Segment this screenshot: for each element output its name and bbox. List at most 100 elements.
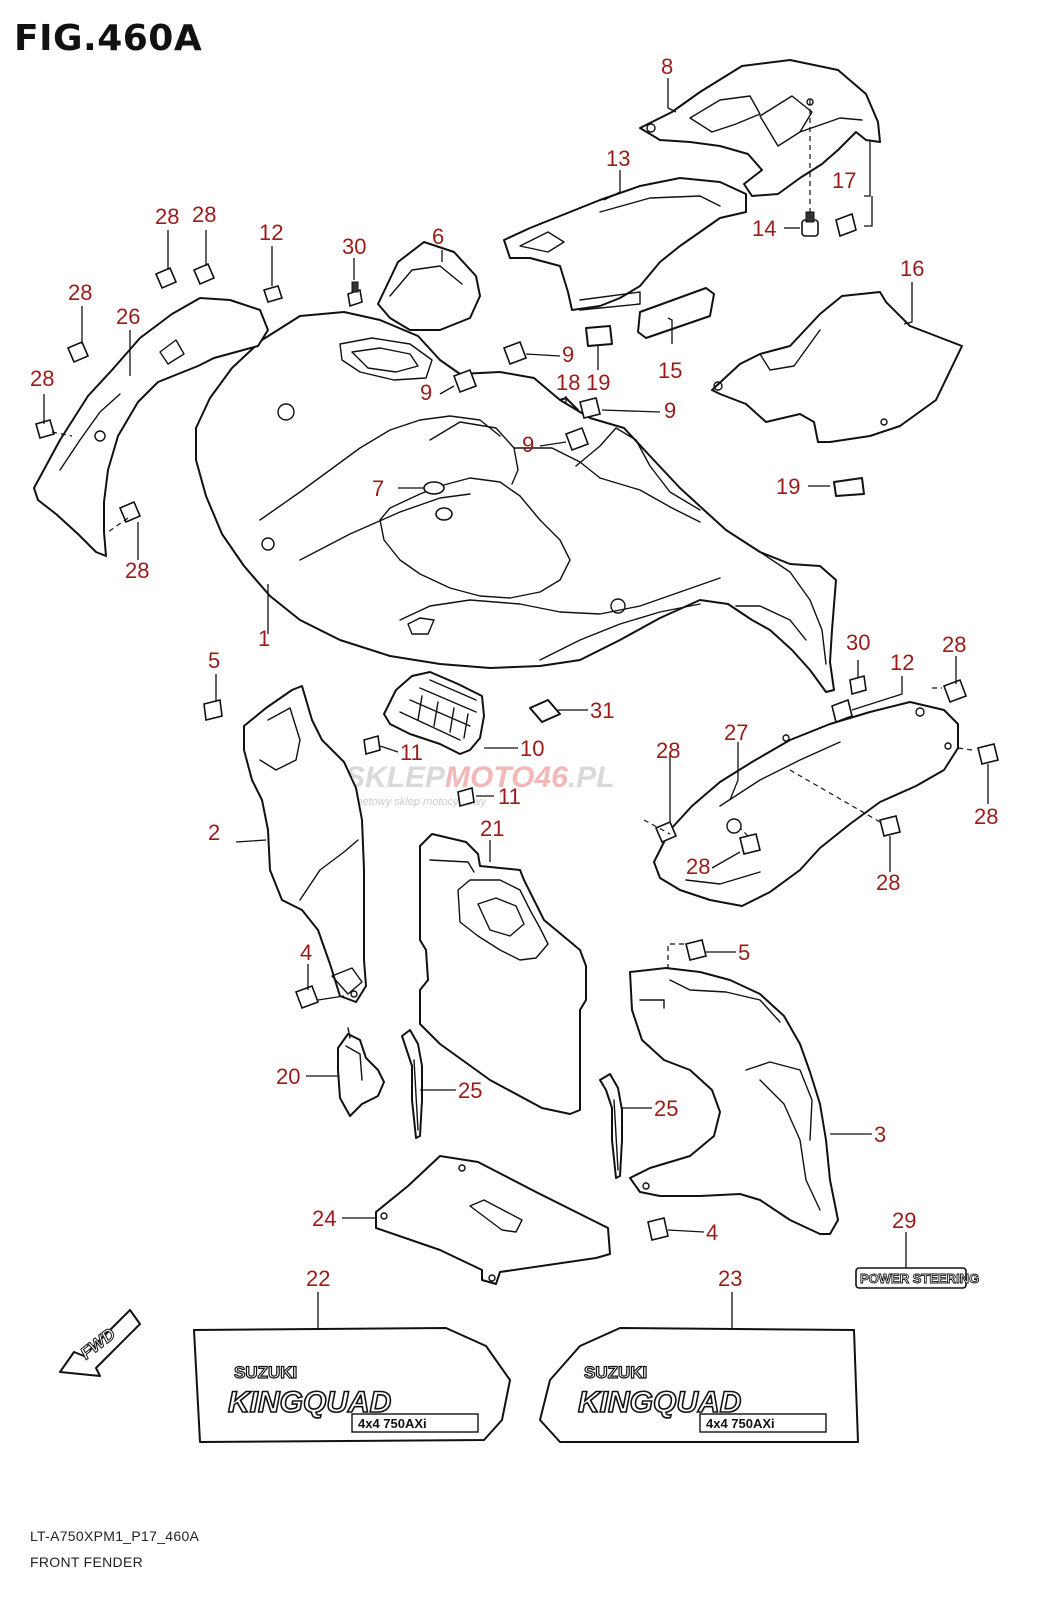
callout-11-a: 11: [400, 740, 423, 765]
part-27-right-cover[interactable]: [653, 701, 959, 907]
part-29-power-steering-decal[interactable]: POWER STEERING: [855, 1267, 980, 1289]
figure-title: FIG.460A: [14, 18, 203, 59]
callout-19-upper: 19: [586, 370, 610, 395]
fastener-11-a[interactable]: [363, 734, 381, 756]
callout-3: 3: [874, 1122, 886, 1147]
watermark-main-text: SKLEPMOTO46.PL: [345, 761, 615, 794]
watermark-tagline: internetowy sklep motocyklowy: [335, 796, 488, 808]
fastener-28-right-mid[interactable]: [977, 743, 999, 765]
callout-9-b: 9: [420, 380, 432, 405]
watermark: SKLEPMOTO46.PL internetowy sklep motocyk…: [335, 761, 615, 808]
part-3-right-inner-fender[interactable]: [629, 967, 839, 1235]
decal-left-badge: 4x4 750AXi: [358, 1416, 427, 1431]
callout-17: 17: [832, 168, 856, 193]
callout-29: 29: [892, 1208, 916, 1233]
callout-4-left: 4: [300, 940, 312, 965]
part-19-clip-upper[interactable]: [585, 325, 613, 347]
callout-1: 1: [258, 626, 270, 651]
decal-right-badge: 4x4 750AXi: [706, 1416, 775, 1431]
fastener-28-left-mid[interactable]: [35, 419, 55, 439]
callout-6: 6: [432, 224, 444, 249]
callout-26: 26: [116, 304, 140, 329]
fastener-28-right-lower[interactable]: [879, 815, 901, 837]
callout-23: 23: [718, 1266, 742, 1291]
callout-9-d: 9: [522, 432, 534, 457]
part-19-clip-lower[interactable]: [833, 477, 865, 497]
fastener-17[interactable]: [835, 212, 857, 238]
fastener-30-right[interactable]: [849, 674, 867, 696]
fastener-5-right[interactable]: [685, 939, 707, 961]
fastener-5-left[interactable]: [203, 699, 223, 721]
part-26-left-cover[interactable]: [33, 297, 269, 557]
part-25-tie-left[interactable]: [401, 1029, 423, 1139]
callout-25-left: 25: [458, 1078, 482, 1103]
callout-12-upper: 12: [259, 220, 283, 245]
fastener-7[interactable]: [423, 481, 453, 521]
part-16-panel[interactable]: [711, 291, 963, 443]
fastener-9-c[interactable]: [579, 397, 601, 419]
callout-5-right: 5: [738, 940, 750, 965]
callout-28-b: 28: [192, 202, 216, 227]
callout-20: 20: [276, 1064, 300, 1089]
callout-28-d: 28: [30, 366, 54, 391]
fastener-28-right-top[interactable]: [942, 678, 968, 704]
fastener-28-top-left[interactable]: [154, 266, 178, 290]
fwd-arrow-icon: FWD: [59, 1309, 141, 1377]
part-22-decal-left[interactable]: SUZUKI KINGQUAD 4x4 750AXi: [193, 1327, 511, 1443]
fastener-28-left-lower[interactable]: [118, 500, 142, 524]
callout-labels: 8 13 14 17 16 6 30 12 28 28 28 26 28 28 …: [30, 54, 998, 1291]
fastener-28-right-inner[interactable]: [739, 833, 761, 855]
fastener-14[interactable]: [801, 211, 819, 237]
decal-right-brand: SUZUKI: [584, 1363, 647, 1382]
part-21-shield[interactable]: [419, 833, 587, 1115]
part-6-cap[interactable]: [377, 241, 481, 331]
callout-18: 18: [556, 370, 580, 395]
part-23-decal-right[interactable]: SUZUKI KINGQUAD 4x4 750AXi: [539, 1327, 859, 1443]
leader-lines: [43, 78, 989, 1330]
fastener-9-d[interactable]: [564, 426, 590, 452]
callout-31: 31: [590, 698, 614, 723]
callout-5-left: 5: [208, 648, 220, 673]
callout-30-right: 30: [846, 630, 870, 655]
fastener-12-upper[interactable]: [262, 285, 284, 303]
fastener-12-right[interactable]: [831, 698, 853, 724]
callout-21: 21: [480, 816, 504, 841]
callout-30-upper: 30: [342, 234, 366, 259]
part-20-bracket[interactable]: [337, 1027, 385, 1117]
callout-28-h: 28: [876, 870, 900, 895]
part-13-bracket[interactable]: [503, 177, 747, 311]
fastener-28-right-left[interactable]: [654, 820, 678, 844]
model-code-label: LT-A750XPM1_P17_460A: [30, 1528, 200, 1544]
part-31-pad[interactable]: [529, 699, 561, 723]
callout-28-e: 28: [125, 558, 149, 583]
decal-left-brand: SUZUKI: [234, 1363, 297, 1382]
part-10-vent[interactable]: [383, 671, 485, 755]
fastener-30-upper[interactable]: [347, 281, 363, 308]
callout-11-b: 11: [498, 784, 521, 809]
part-25-tie-right[interactable]: [599, 1073, 623, 1179]
part-1-front-fender[interactable]: [195, 311, 837, 693]
part-24-plate[interactable]: [375, 1155, 611, 1285]
fastener-9-b[interactable]: [452, 368, 478, 394]
callout-28-j: 28: [686, 854, 710, 879]
part-2-left-inner-fender[interactable]: [243, 685, 367, 1003]
callout-15: 15: [658, 358, 682, 383]
callout-14: 14: [752, 216, 776, 241]
fastener-9-a[interactable]: [502, 340, 528, 366]
callout-24: 24: [312, 1206, 336, 1231]
callout-9-c: 9: [664, 398, 676, 423]
callout-27: 27: [724, 720, 748, 745]
callout-19-lower: 19: [776, 474, 800, 499]
part-15-pad[interactable]: [637, 287, 715, 339]
fastener-11-b[interactable]: [457, 786, 475, 808]
fastener-28-left-upper[interactable]: [66, 340, 90, 364]
callout-9-a: 9: [562, 342, 574, 367]
fastener-28-top-mid[interactable]: [192, 262, 216, 286]
callout-28-i: 28: [656, 738, 680, 763]
callout-12-right: 12: [890, 650, 914, 675]
fastener-4-left[interactable]: [294, 984, 320, 1010]
callout-28-c: 28: [68, 280, 92, 305]
fastener-4-right[interactable]: [647, 1217, 669, 1241]
figure-name-label: FRONT FENDER: [30, 1554, 144, 1570]
